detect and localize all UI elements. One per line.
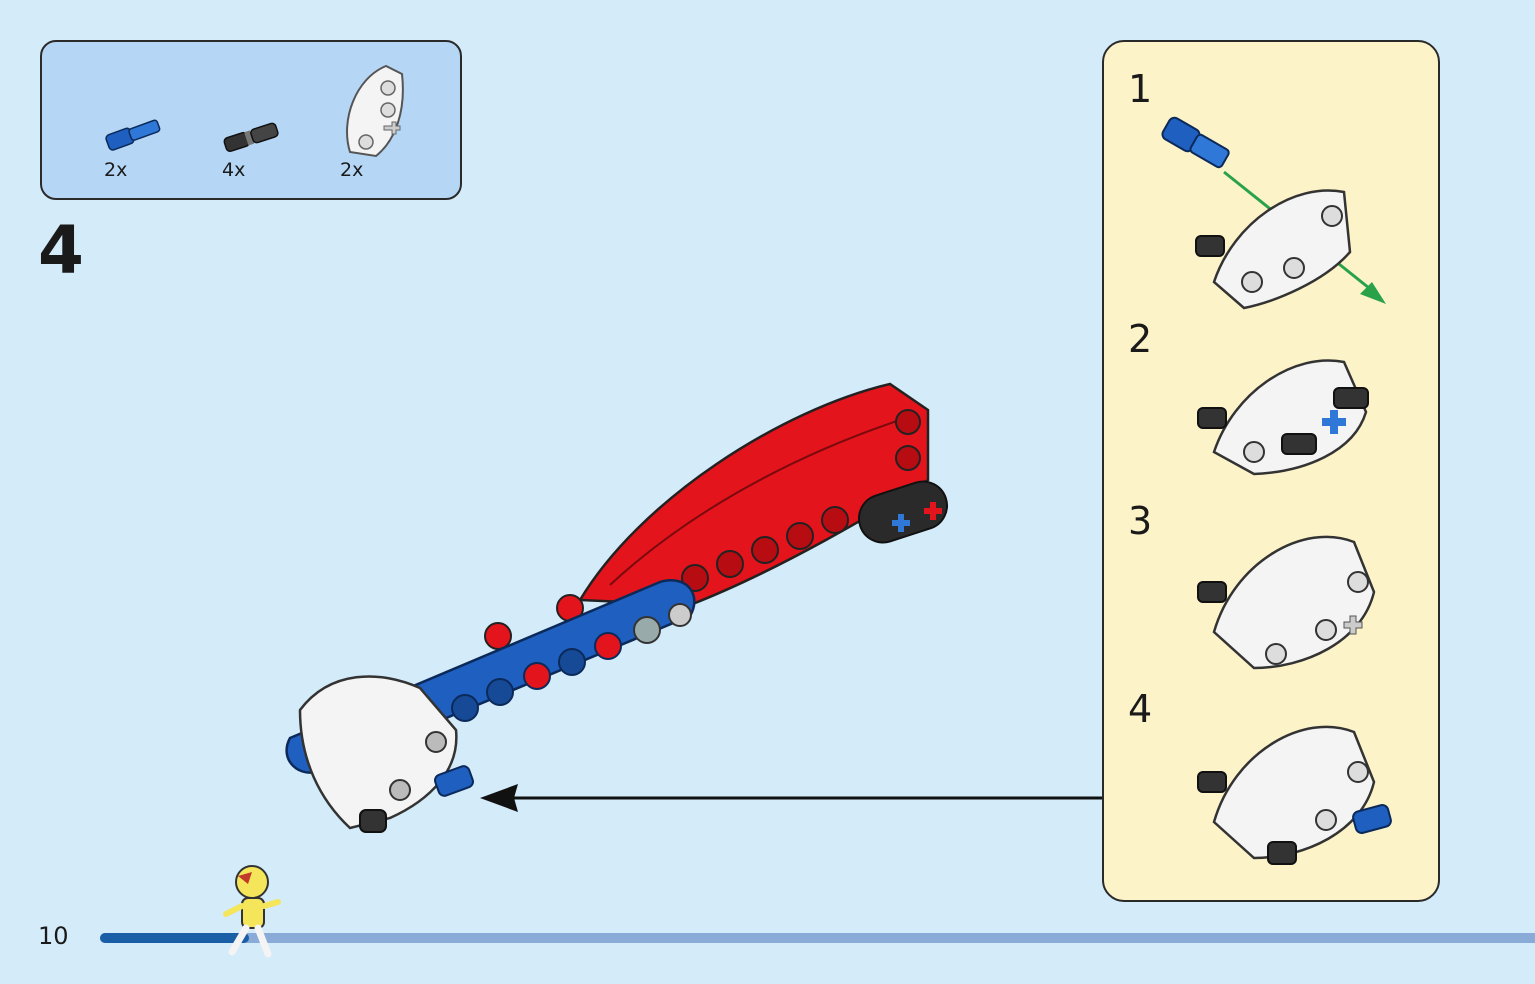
substep-3-illustration (1197, 535, 1376, 670)
part-count: 4x (222, 159, 246, 181)
black-connector (858, 480, 948, 544)
substep-4-illustration (1197, 725, 1392, 865)
blue-axle-pin-icon (105, 119, 161, 151)
assembly-arrow (480, 784, 1102, 812)
parts-list-box: 2x 4x 2x (40, 40, 462, 200)
main-build-illustration (285, 382, 948, 833)
part-count: 2x (104, 159, 128, 181)
substep-number: 4 (1128, 687, 1153, 731)
part-count: 2x (340, 159, 364, 181)
substep-1-illustration (1161, 116, 1386, 310)
step-number: 4 (38, 212, 84, 289)
substep-number: 1 (1128, 67, 1153, 111)
substep-number: 3 (1128, 499, 1153, 543)
progress-track (100, 933, 1535, 943)
black-friction-pin-icon (223, 122, 279, 153)
substeps-callout: 1 2 3 4 (1102, 40, 1440, 902)
white-panel-element-icon (346, 64, 404, 158)
page-number: 10 (38, 922, 69, 950)
substep-2-illustration (1197, 359, 1369, 476)
substep-number: 2 (1128, 317, 1153, 361)
runner-mascot-icon (223, 865, 281, 958)
progress-fill (100, 933, 249, 943)
